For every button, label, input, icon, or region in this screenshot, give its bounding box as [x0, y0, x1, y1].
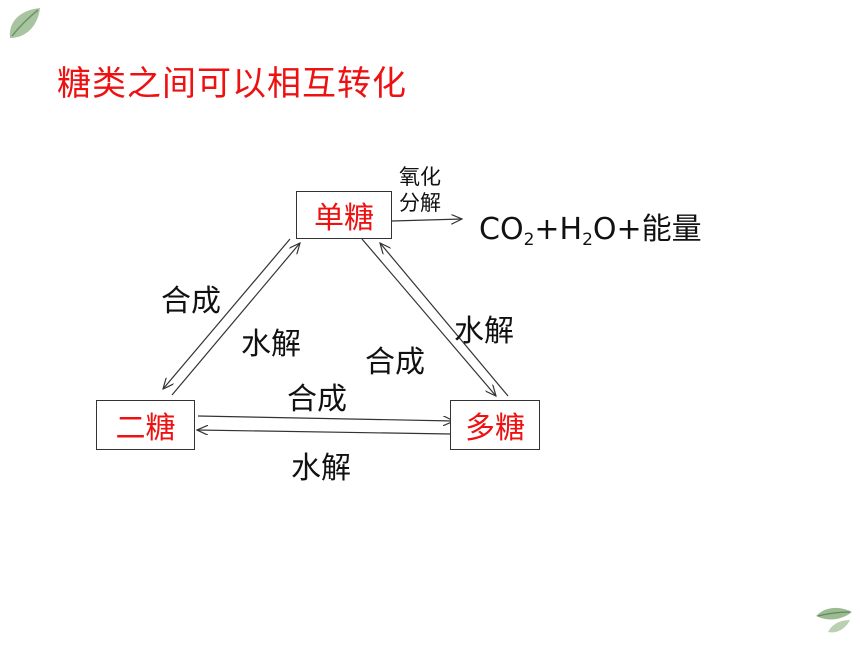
- arrow-poly-to-mono: [380, 243, 509, 397]
- label-mono-to-di: 合成: [161, 284, 221, 319]
- label-di-to-poly: 合成: [287, 382, 347, 417]
- arrow-di-to-poly: [197, 415, 454, 421]
- arrow-mono-to-di: [163, 238, 291, 389]
- label-poly-to-di: 水解: [291, 451, 351, 486]
- node-polysaccharide: 多糖: [450, 400, 540, 450]
- leaf-icon: [9, 8, 40, 38]
- node-disaccharide: 二糖: [96, 400, 195, 450]
- arrow-di-to-mono: [171, 243, 300, 396]
- label-mono-to-poly: 合成: [365, 345, 425, 380]
- arrow-mono-to-poly: [361, 238, 496, 396]
- product-sub-2: 2: [582, 230, 593, 250]
- product-co: CO: [479, 212, 524, 247]
- leaf-icon: [816, 607, 852, 633]
- label-poly-to-mono: 水解: [454, 314, 514, 349]
- arrow-poly-to-di: [197, 430, 452, 434]
- label-oxidation: 氧化: [399, 165, 441, 189]
- product-rest: O+能量: [592, 212, 702, 247]
- product-h: +H: [534, 212, 583, 247]
- product-sub-1: 2: [523, 230, 535, 250]
- page-title: 糖类之间可以相互转化: [57, 64, 407, 104]
- label-decomposition: 分解: [399, 191, 441, 215]
- oxidation-product: CO2+H2O+能量: [479, 212, 702, 258]
- label-di-to-mono: 水解: [241, 327, 301, 362]
- node-monosaccharide: 单糖: [296, 191, 392, 239]
- arrow-oxidation: [391, 219, 462, 221]
